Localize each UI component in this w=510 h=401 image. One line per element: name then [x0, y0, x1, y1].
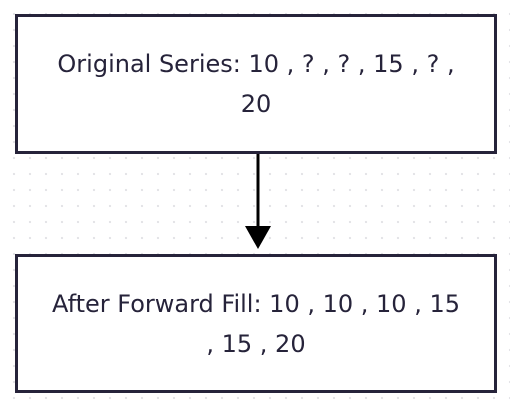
original-series-text: Original Series: 10 , ? , ? , 15 , ? , 2… [57, 50, 455, 118]
after-forward-fill-node: After Forward Fill: 10 , 10 , 10 , 15 , … [15, 254, 497, 393]
original-series-node: Original Series: 10 , ? , ? , 15 , ? , 2… [15, 14, 497, 154]
arrow-head [245, 226, 271, 249]
after-forward-fill-text: After Forward Fill: 10 , 10 , 10 , 15 , … [52, 289, 460, 358]
